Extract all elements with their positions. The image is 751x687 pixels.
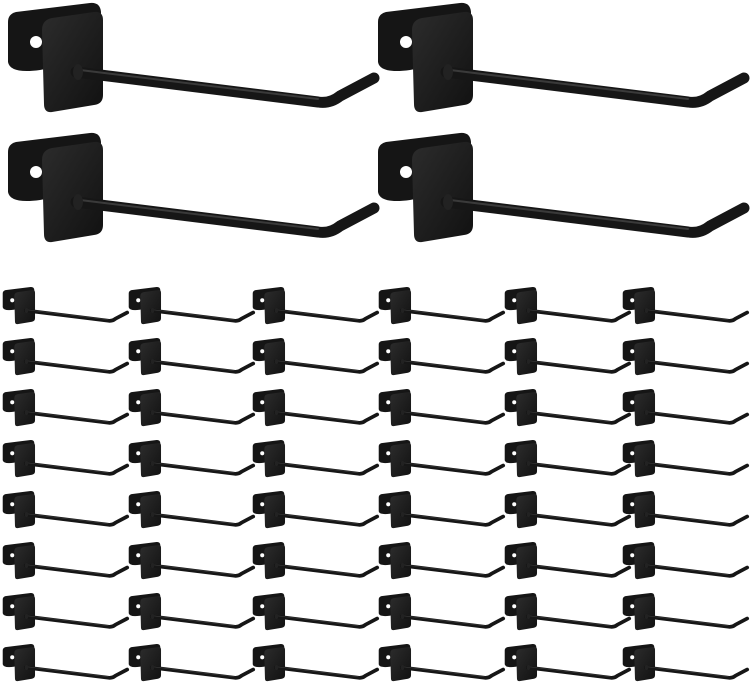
small-hook: [0, 285, 130, 326]
small-hook: [502, 540, 632, 581]
small-hook: [502, 387, 632, 428]
small-hook: [502, 642, 632, 683]
small-hook: [250, 642, 380, 683]
small-hook: [376, 642, 506, 683]
small-hook: [0, 489, 130, 530]
small-hook: [376, 285, 506, 326]
small-hook: [0, 387, 130, 428]
large-hook: [378, 133, 744, 242]
small-hook: [126, 489, 256, 530]
small-hook: [126, 336, 256, 377]
large-hook: [8, 133, 374, 242]
small-hook: [126, 642, 256, 683]
small-hook: [250, 489, 380, 530]
small-hook: [376, 387, 506, 428]
small-hook: [502, 285, 632, 326]
small-hook: [0, 591, 130, 632]
small-hook: [502, 336, 632, 377]
small-hook: [250, 285, 380, 326]
small-hook: [502, 489, 632, 530]
small-hook: [620, 438, 750, 479]
small-hook: [250, 336, 380, 377]
small-hook: [0, 540, 130, 581]
small-hook: [376, 336, 506, 377]
small-hook: [250, 438, 380, 479]
large-hooks: [8, 3, 744, 242]
small-hook: [126, 285, 256, 326]
small-hook: [0, 642, 130, 683]
small-hook: [126, 540, 256, 581]
small-hook: [126, 438, 256, 479]
small-hook: [620, 489, 750, 530]
large-hook: [8, 3, 374, 112]
small-hook: [620, 642, 750, 683]
small-hook: [620, 285, 750, 326]
small-hook: [502, 591, 632, 632]
small-hook: [620, 540, 750, 581]
small-hook: [0, 438, 130, 479]
small-hook: [376, 438, 506, 479]
small-hook: [620, 387, 750, 428]
small-hook: [620, 336, 750, 377]
small-hook: [620, 591, 750, 632]
small-hook: [376, 540, 506, 581]
small-hook: [0, 336, 130, 377]
small-hook: [502, 438, 632, 479]
small-hook: [250, 387, 380, 428]
large-hook: [378, 3, 744, 112]
small-hook: [126, 387, 256, 428]
small-hook: [250, 540, 380, 581]
small-hook: [126, 591, 256, 632]
small-hook: [250, 591, 380, 632]
small-hooks-grid: [0, 285, 750, 683]
small-hook: [376, 489, 506, 530]
small-hook: [376, 591, 506, 632]
